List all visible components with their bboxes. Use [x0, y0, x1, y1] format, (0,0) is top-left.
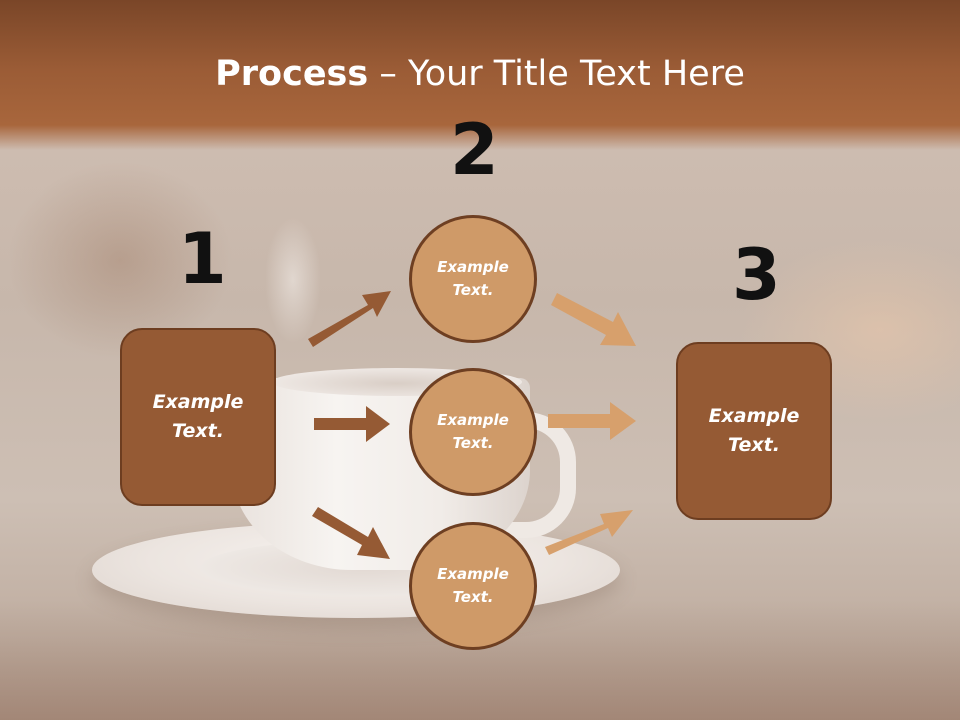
step-3-text: Example Text.	[708, 405, 800, 456]
step-3-box: Example Text.	[676, 342, 832, 520]
step-1-box: Example Text.	[120, 328, 276, 506]
step-number-3: 3	[732, 234, 781, 316]
step-1-text: Example Text.	[152, 391, 244, 442]
slide-title: Process – Your Title Text Here	[0, 54, 960, 94]
arrow-middle-to-3	[548, 402, 636, 440]
arrow-top-to-3	[551, 293, 636, 346]
arrow-1-to-middle	[314, 406, 390, 442]
step-2-circle-bottom: Example Text.	[409, 522, 537, 650]
step-number-1: 1	[178, 218, 227, 300]
arrow-1-to-bottom	[312, 507, 390, 559]
step-2-circle-top-text: Example Text.	[437, 258, 509, 299]
arrow-1-to-top	[308, 291, 391, 347]
step-2-circle-middle-text: Example Text.	[437, 411, 509, 452]
arrow-bottom-to-3	[545, 510, 633, 555]
title-rest: – Your Title Text Here	[368, 54, 745, 94]
step-number-2: 2	[450, 109, 499, 191]
step-2-circle-top: Example Text.	[409, 215, 537, 343]
step-2-circle-bottom-text: Example Text.	[437, 565, 509, 606]
step-2-circle-middle: Example Text.	[409, 368, 537, 496]
title-bold: Process	[215, 54, 369, 94]
